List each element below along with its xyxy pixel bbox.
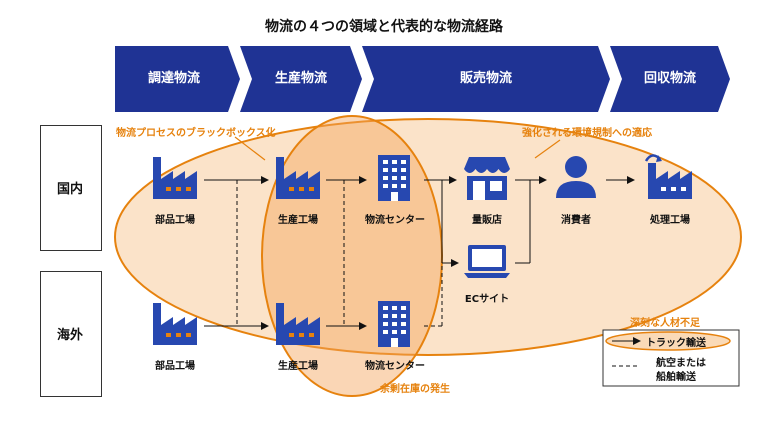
node-parts-factory-overseas: 部品工場 bbox=[155, 361, 195, 372]
phase-chevron-production bbox=[240, 46, 362, 112]
node-production-factory-overseas: 生産工場 bbox=[278, 361, 318, 372]
node-consumer: 消費者 bbox=[561, 215, 591, 226]
region-label-overseas: 海外 bbox=[56, 328, 83, 343]
legend-air-sea-label-1: 航空または bbox=[656, 358, 706, 369]
building-icon bbox=[378, 155, 410, 201]
legend-highlight bbox=[605, 331, 731, 351]
regulation-leader bbox=[534, 139, 561, 159]
legend-air-sea-label-2: 船舶輸送 bbox=[656, 372, 696, 383]
issue-excess-inventory: 余剰在庫の発生 bbox=[380, 384, 450, 395]
black-box-leader bbox=[234, 136, 266, 161]
region-box-domestic bbox=[40, 125, 102, 251]
phase-chevron-sales bbox=[362, 46, 610, 112]
node-mass-retailer: 量販店 bbox=[472, 215, 502, 226]
legend-truck-label: トラック輸送 bbox=[646, 338, 706, 349]
node-ec-site: ECサイト bbox=[464, 294, 510, 305]
factory-icon bbox=[276, 157, 320, 199]
node-disposal-factory: 処理工場 bbox=[650, 215, 690, 226]
node-parts-factory-domestic: 部品工場 bbox=[155, 215, 195, 226]
region-box-overseas bbox=[40, 271, 102, 397]
page-title: 物流の４つの領域と代表的な物流経路 bbox=[265, 19, 503, 35]
factory-icon bbox=[276, 303, 320, 345]
issue-labor-shortage: 深刻な人材不足 bbox=[630, 318, 700, 329]
node-logistics-center-domestic: 物流センター bbox=[365, 215, 425, 226]
issue-black-box: 物流プロセスのブラックボックス化 bbox=[116, 128, 276, 139]
factory-icon bbox=[153, 303, 197, 345]
black-box-area bbox=[114, 118, 742, 356]
phase-production: 生産物流 bbox=[274, 71, 327, 86]
excess-inventory-area bbox=[261, 115, 443, 397]
factory-icon bbox=[153, 157, 197, 199]
phase-chevron-procurement bbox=[115, 46, 240, 112]
phase-recovery: 回収物流 bbox=[643, 71, 696, 86]
building-icon bbox=[378, 301, 410, 347]
phase-procurement: 調達物流 bbox=[147, 71, 200, 86]
phase-sales: 販売物流 bbox=[459, 71, 512, 86]
issue-regulation: 強化される環境規制への適応 bbox=[522, 128, 652, 139]
laptop-icon bbox=[464, 245, 510, 278]
node-logistics-center-overseas: 物流センター bbox=[365, 361, 425, 372]
recycle-factory-icon bbox=[644, 154, 692, 199]
region-label-domestic: 国内 bbox=[56, 182, 83, 197]
phase-chevron-recovery bbox=[610, 46, 730, 112]
person-icon bbox=[556, 156, 596, 198]
store-icon bbox=[464, 157, 510, 200]
node-production-factory-domestic: 生産工場 bbox=[278, 215, 318, 226]
